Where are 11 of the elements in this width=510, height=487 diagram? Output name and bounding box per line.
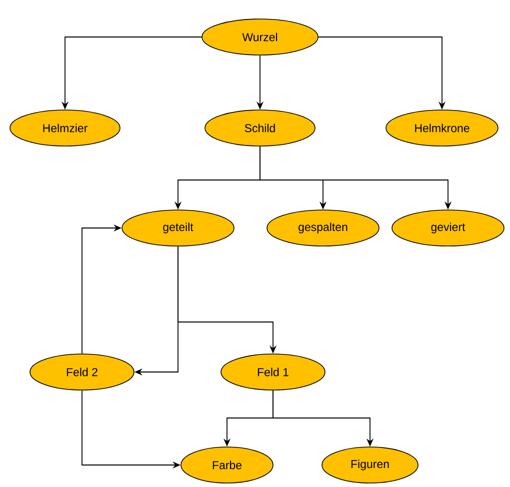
ellipse-node: Schild (204, 110, 316, 146)
ellipse-node: Farbe (180, 446, 274, 484)
ellipse-node: gespalten (266, 210, 380, 246)
ellipse-node: Wurzel (202, 18, 318, 56)
ellipse-node: Feld 2 (30, 354, 134, 390)
ellipse-node: Helmzier (10, 110, 120, 146)
ellipse-node: Helmkrone (386, 110, 498, 146)
ellipse-node: geviert (392, 210, 504, 246)
ellipse-node: Figuren (322, 446, 418, 484)
ellipse-node: Feld 1 (220, 354, 326, 390)
ellipse-node: geteilt (122, 210, 234, 246)
